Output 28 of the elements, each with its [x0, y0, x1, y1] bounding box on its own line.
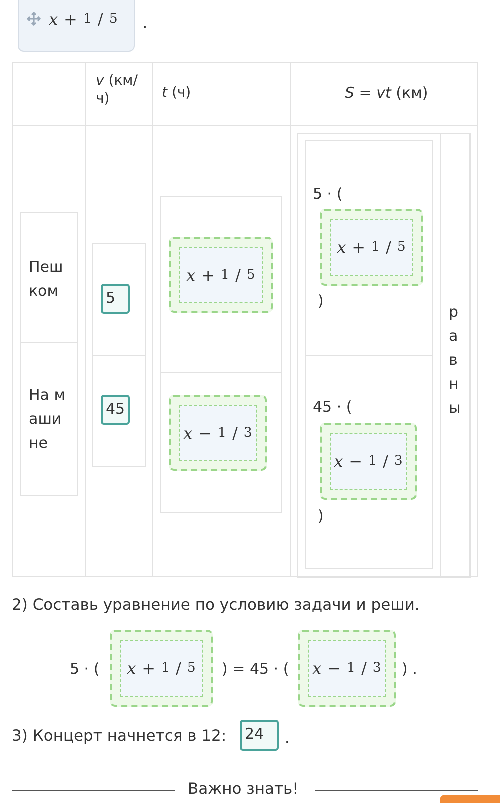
- row-label: На машине: [29, 385, 67, 454]
- drop-zone: [320, 209, 423, 286]
- drop-zone: [298, 630, 396, 707]
- equation-text: 5 · (: [70, 660, 100, 678]
- equation-text: ) .: [402, 660, 418, 678]
- drop-zone: [169, 395, 267, 471]
- expression-text: 5 · (: [313, 185, 343, 203]
- answer-box: 24: [240, 720, 279, 751]
- instruction-text: 3) Концерт начнется в 12:: [12, 727, 227, 745]
- expression-tile: [18, 0, 135, 52]
- expression-text: 45 · (: [313, 398, 352, 416]
- drop-zone: [169, 237, 273, 313]
- expression-text: ): [318, 292, 324, 310]
- drop-zone: [320, 423, 417, 500]
- instruction-text: 2) Составь уравнение по условию задачи и реши.: [12, 596, 420, 614]
- answer-box: 5: [101, 284, 130, 314]
- column-header: v (км/ч): [96, 72, 139, 108]
- column-header: S = vt (км): [345, 84, 428, 102]
- answer-box: 45: [101, 395, 130, 425]
- row-label: Пешком: [29, 257, 64, 302]
- expression-text: ): [318, 507, 324, 525]
- equation-text: ) = 45 · (: [222, 660, 290, 678]
- punctuation: .: [143, 15, 148, 33]
- punctuation: .: [285, 729, 290, 747]
- section-heading: Важно знать!: [188, 780, 299, 798]
- vertical-label: равны: [449, 302, 459, 419]
- column-header: t (ч): [162, 84, 192, 102]
- drop-zone: [110, 630, 213, 707]
